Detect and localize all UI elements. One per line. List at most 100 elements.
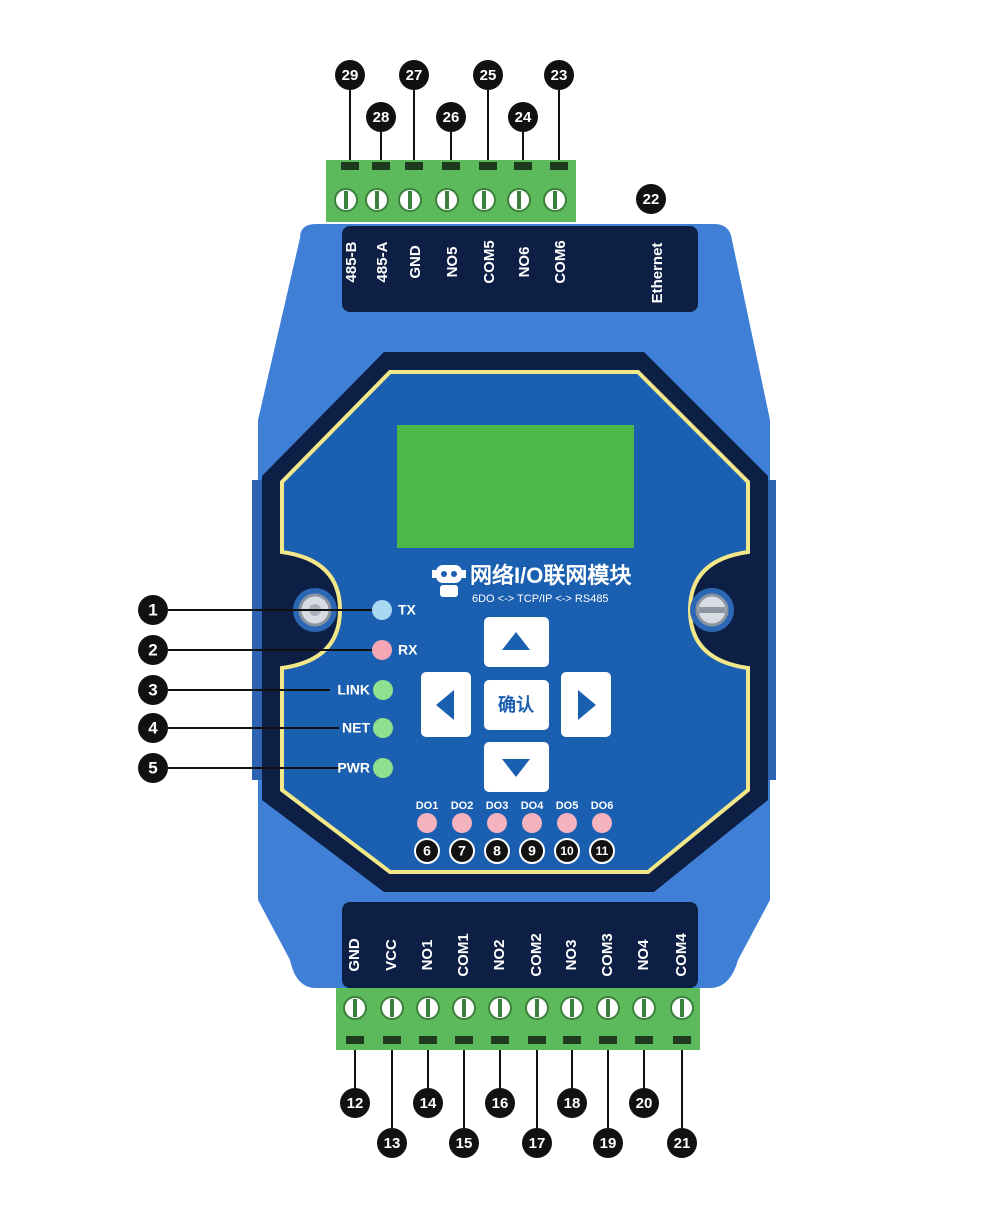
led-callout-number: 4 <box>148 718 158 737</box>
bottom-terminal-label: NO4 <box>635 939 652 971</box>
arrow-down-icon <box>502 759 530 777</box>
top-terminal-screw-gnd[interactable] <box>398 188 422 212</box>
top-terminal-label: GND <box>407 245 424 279</box>
top-terminal-slot <box>550 162 568 170</box>
bottom-terminal-label: COM3 <box>599 933 616 976</box>
bottom-terminal-label: VCC <box>383 939 400 971</box>
device-subtitle: 6DO <-> TCP/IP <-> RS485 <box>472 593 609 605</box>
bottom-terminal-callout: 13 <box>377 1128 407 1158</box>
top-label-panel <box>342 226 698 312</box>
bottom-terminal-callout-number: 20 <box>636 1095 653 1112</box>
top-terminal-callout: 29 <box>335 60 365 90</box>
bottom-terminal-slot <box>455 1036 473 1044</box>
bottom-terminal-screw-vcc[interactable] <box>380 996 404 1020</box>
bottom-terminal-slot <box>383 1036 401 1044</box>
top-terminal-callout: 28 <box>366 102 396 132</box>
led-indicator <box>487 813 507 833</box>
bottom-terminal-callout: 16 <box>485 1088 515 1118</box>
top-terminal-slot <box>372 162 390 170</box>
robot-logo-icon <box>432 565 466 597</box>
bottom-terminal-label: NO2 <box>491 940 508 971</box>
bottom-terminal-callout: 19 <box>593 1128 623 1158</box>
led-indicator <box>372 640 392 660</box>
nav-right-button[interactable] <box>561 672 611 737</box>
top-terminal-callout: 27 <box>399 60 429 90</box>
bottom-terminal-callout-number: 18 <box>564 1095 581 1112</box>
bottom-terminal-label: COM4 <box>673 933 690 977</box>
top-terminal-slot <box>514 162 532 170</box>
top-terminal-screw-no5[interactable] <box>435 188 459 212</box>
bottom-terminal-screw-gnd[interactable] <box>343 996 367 1020</box>
do-led-callout: 9 <box>519 838 545 864</box>
bottom-terminal-slot <box>599 1036 617 1044</box>
confirm-button[interactable]: 确认 <box>484 680 549 730</box>
status-led-tx: TX1 <box>138 595 417 625</box>
side-grip-right <box>766 480 776 780</box>
top-terminal-callout: 25 <box>473 60 503 90</box>
top-terminal-screw-com5[interactable] <box>472 188 496 212</box>
bottom-terminal-screw-no3[interactable] <box>560 996 584 1020</box>
do-led-label: DO3 <box>486 800 509 812</box>
device-title: 网络I/O联网模块 <box>470 563 632 588</box>
bottom-terminal-screw-no2[interactable] <box>488 996 512 1020</box>
do-led-callout-number: 11 <box>596 844 609 858</box>
top-terminal-callout: 24 <box>508 102 538 132</box>
top-terminal-screw-com6[interactable] <box>543 188 567 212</box>
top-terminal-callout-number: 26 <box>443 109 460 126</box>
lcd-screen <box>397 425 634 548</box>
bottom-terminal-screw-com3[interactable] <box>596 996 620 1020</box>
do-led-label: DO4 <box>521 800 545 812</box>
do-led-callout: 8 <box>484 838 510 864</box>
led-callout-number: 3 <box>148 680 157 699</box>
bottom-screw-row <box>343 996 694 1044</box>
top-terminal-screw-no6[interactable] <box>507 188 531 212</box>
do-led-callout-number: 10 <box>560 844 574 858</box>
top-screw-row <box>334 162 568 212</box>
do-led-callout-number: 8 <box>493 843 501 859</box>
bottom-terminal-screw-no4[interactable] <box>632 996 656 1020</box>
top-terminal-callout-number: 24 <box>515 109 532 126</box>
led-label: NET <box>342 720 370 736</box>
top-terminal-label: COM6 <box>552 240 569 283</box>
bottom-label-panel <box>342 902 698 988</box>
bottom-terminal-screw-com4[interactable] <box>670 996 694 1020</box>
bottom-terminal-screw-no1[interactable] <box>416 996 440 1020</box>
top-terminal-label: NO6 <box>516 247 533 278</box>
arrow-up-icon <box>502 632 530 650</box>
bottom-terminal-callout-number: 12 <box>347 1095 364 1112</box>
led-callout: 2 <box>138 635 168 665</box>
status-led-rx: RX2 <box>138 635 418 665</box>
top-terminal-screw-485-b[interactable] <box>334 188 358 212</box>
bottom-terminal-label: COM2 <box>528 933 545 976</box>
top-terminal-block <box>326 160 576 222</box>
side-grip-left <box>252 480 262 780</box>
do-led-do4: DO4 9 <box>519 800 545 864</box>
bottom-terminal-screw-com2[interactable] <box>525 996 549 1020</box>
led-indicator <box>373 680 393 700</box>
top-terminal-callout-number: 23 <box>551 67 568 84</box>
do-led-callout: 7 <box>449 838 475 864</box>
ethernet-callout-number: 22 <box>643 191 660 208</box>
top-terminal-slot <box>405 162 423 170</box>
do-led-label: DO5 <box>556 800 579 812</box>
bottom-terminal-block <box>336 988 700 1050</box>
bottom-terminal-screw-com1[interactable] <box>452 996 476 1020</box>
bottom-terminal-callout: 20 <box>629 1088 659 1118</box>
top-terminal-label: 485-B <box>343 241 360 282</box>
nav-left-button[interactable] <box>421 672 471 737</box>
nav-up-button[interactable] <box>484 617 549 667</box>
bottom-terminal-callout-number: 17 <box>529 1135 546 1152</box>
arrow-right-icon <box>578 690 596 720</box>
bottom-terminal-callout-number: 15 <box>456 1135 473 1152</box>
top-terminal-label: NO5 <box>444 247 461 278</box>
nav-down-button[interactable] <box>484 742 549 792</box>
top-terminal-slot <box>479 162 497 170</box>
top-terminal-screw-485-a[interactable] <box>365 188 389 212</box>
